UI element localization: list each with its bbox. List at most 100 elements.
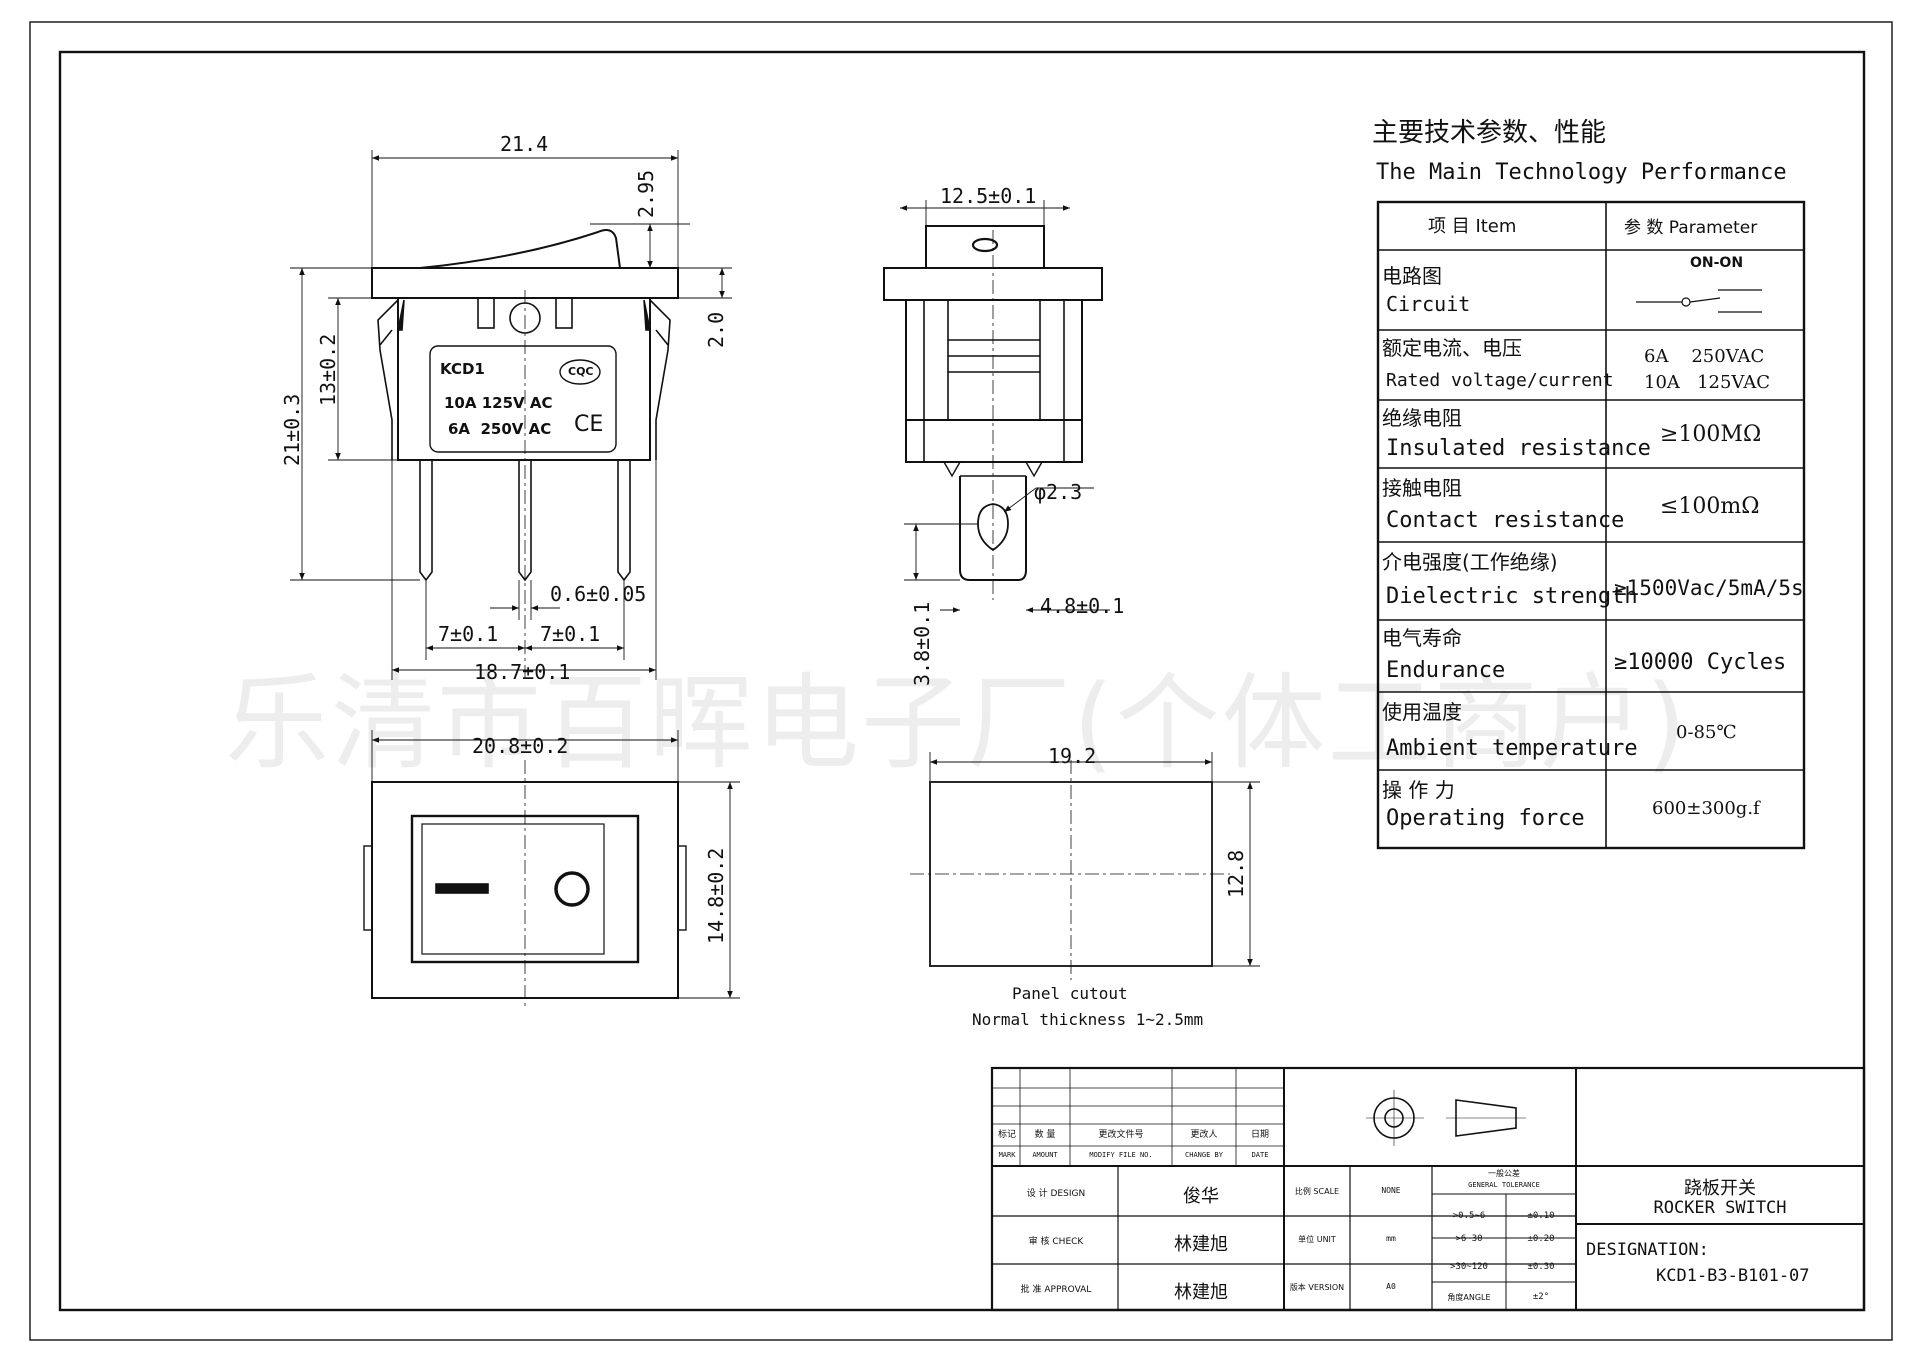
tb-unit-value: mm	[1386, 1234, 1396, 1243]
spec-row-dielectric-zh: 介电强度(工作绝缘)	[1382, 550, 1558, 574]
tb-scale-value: NONE	[1381, 1186, 1401, 1195]
spec-row-contact-en: Contact resistance	[1386, 508, 1625, 533]
tb-check-label: 审 核 CHECK	[1028, 1237, 1084, 1247]
spec-row-circuit-value: ON-ON	[1690, 255, 1744, 271]
spec-row-dielectric-en: Dielectric strength	[1386, 584, 1638, 609]
dim-pin-thickness: 0.6±0.05	[550, 582, 647, 606]
spec-row-endurance-value: ≥10000 Cycles	[1614, 650, 1787, 675]
spec-row-force-value: 600±300g.f	[1652, 798, 1760, 819]
spec-header-item: 项 目 Item	[1428, 216, 1517, 237]
dim-pin-hole: φ2.3	[1034, 480, 1083, 504]
dim-frame-thickness: 2.0	[704, 311, 728, 348]
spec-row-ambient-zh: 使用温度	[1382, 700, 1462, 724]
spec-row-endurance-en: Endurance	[1386, 658, 1506, 683]
tb-tol-range-2: >6~30	[1455, 1234, 1483, 1244]
spec-row-dielectric-value: ≥1500Vac/5mA/5s	[1614, 576, 1804, 600]
tb-rev-mark-en: MARK	[998, 1151, 1016, 1159]
spec-row-contact-zh: 接触电阻	[1382, 476, 1462, 500]
dim-pin-pitch-right: 7±0.1	[540, 622, 601, 646]
tb-tolerance-title-en: GENERAL TOLERANCE	[1468, 1181, 1540, 1189]
dim-side-width: 12.5±0.1	[940, 184, 1037, 208]
spec-row-circuit-en: Circuit	[1386, 292, 1471, 316]
tb-design-value: 俊华	[1183, 1186, 1219, 1207]
tb-designation-label: DESIGNATION:	[1586, 1240, 1709, 1260]
dim-pin-width: 4.8±0.1	[1040, 594, 1125, 618]
dim-body-height: 13±0.2	[316, 333, 340, 406]
tb-tol-value-4: ±2°	[1532, 1292, 1550, 1302]
tb-tol-range-4: 角度ANGLE	[1447, 1293, 1491, 1302]
tb-tol-range-3: >30~120	[1450, 1262, 1488, 1272]
outer-border	[29, 21, 1893, 1341]
tb-product-en: ROCKER SWITCH	[1653, 1198, 1787, 1218]
ce-mark: CE	[574, 412, 604, 437]
dim-pin-length: 3.8±0.1	[910, 601, 934, 686]
panel-cutout-title: Panel cutout	[1012, 984, 1128, 1003]
body-rating-1: 10A 125V AC	[444, 394, 553, 412]
tb-rev-file-en: MODIFY FILE NO.	[1089, 1151, 1153, 1159]
tb-rev-mark-zh: 标记	[997, 1130, 1016, 1140]
tb-check-value: 林建旭	[1174, 1234, 1228, 1255]
tb-rev-amount-en: AMOUNT	[1032, 1151, 1058, 1159]
spec-row-ambient-value: 0-85℃	[1676, 722, 1737, 743]
dim-front-width: 21.4	[500, 132, 549, 156]
tb-product-zh: 跷板开关	[1684, 1178, 1756, 1199]
tb-version-label: 版本 VERSION	[1289, 1283, 1345, 1292]
tb-rev-date-en: DATE	[1251, 1151, 1269, 1159]
dim-pin-pitch-left: 7±0.1	[438, 622, 499, 646]
tb-rev-change-en: CHANGE BY	[1185, 1151, 1223, 1159]
spec-row-force-en: Operating force	[1386, 806, 1585, 831]
dim-cutout-width: 19.2	[1048, 744, 1097, 768]
dim-rocker-height: 2.95	[634, 169, 658, 218]
spec-row-force-zh: 操 作 力	[1382, 778, 1455, 802]
dim-cutout-height: 12.8	[1224, 849, 1248, 898]
tb-rev-change-zh: 更改人	[1190, 1130, 1218, 1140]
tb-rev-file-zh: 更改文件号	[1098, 1130, 1144, 1140]
top-view	[363, 730, 740, 1010]
inner-border	[58, 50, 1866, 1312]
spec-row-insulated-en: Insulated resistance	[1386, 436, 1651, 461]
spec-row-insulated-value: ≥100MΩ	[1660, 422, 1762, 447]
spec-table-grid	[1376, 200, 1806, 850]
spec-title-zh: 主要技术参数、性能	[1372, 118, 1607, 148]
body-rating-2: 6A 250V AC	[448, 420, 552, 438]
front-view	[290, 150, 732, 680]
title-block-grid	[990, 1066, 1866, 1312]
tb-version-value: A0	[1386, 1282, 1396, 1291]
spec-row-rated-value-2: 10A 125VAC	[1644, 372, 1770, 393]
spec-row-contact-value: ≤100mΩ	[1660, 494, 1760, 519]
spec-header-param: 参 数 Parameter	[1624, 218, 1758, 238]
tb-approval-value: 林建旭	[1174, 1282, 1228, 1303]
tb-approval-label: 批 准 APPROVAL	[1020, 1285, 1092, 1295]
spec-row-rated-en: Rated voltage/current	[1386, 370, 1614, 391]
spec-row-endurance-zh: 电气寿命	[1382, 626, 1462, 650]
tb-tol-value-2: ±0.20	[1527, 1234, 1555, 1244]
tb-tol-value-3: ±0.30	[1527, 1262, 1555, 1272]
spec-row-rated-value-1: 6A 250VAC	[1644, 346, 1765, 367]
tb-rev-amount-zh: 数 量	[1034, 1130, 1056, 1140]
tb-tolerance-title-zh: 一般公差	[1488, 1169, 1520, 1178]
tb-scale-label: 比例 SCALE	[1294, 1187, 1340, 1196]
tb-tol-range-1: >0.5~6	[1452, 1211, 1486, 1221]
tb-unit-label: 单位 UNIT	[1298, 1235, 1336, 1244]
body-model: KCD1	[440, 360, 485, 378]
panel-cutout-view	[910, 752, 1260, 980]
side-view	[883, 200, 1110, 613]
dim-pin-span: 18.7±0.1	[474, 660, 571, 684]
dim-top-height: 14.8±0.2	[704, 847, 728, 944]
spec-title-en: The Main Technology Performance	[1376, 160, 1787, 185]
tb-design-label: 设 计 DESIGN	[1026, 1189, 1086, 1199]
spec-row-rated-zh: 额定电流、电压	[1382, 336, 1522, 360]
spec-row-insulated-zh: 绝缘电阻	[1382, 406, 1462, 430]
tb-rev-date-zh: 日期	[1250, 1130, 1269, 1140]
watermark: 乐清市百晖电子厂(个体工商户)	[225, 662, 1689, 784]
dim-top-width: 20.8±0.2	[472, 734, 569, 758]
cqc-mark: CQC	[568, 365, 594, 378]
spec-row-circuit-zh: 电路图	[1382, 264, 1442, 288]
dim-total-height: 21±0.3	[280, 393, 304, 466]
tb-tol-value-1: ±0.10	[1527, 1211, 1555, 1221]
tb-designation-value: KCD1-B3-B101-07	[1656, 1266, 1810, 1286]
spec-row-ambient-en: Ambient temperature	[1386, 736, 1638, 761]
panel-cutout-note: Normal thickness 1~2.5mm	[972, 1010, 1204, 1029]
